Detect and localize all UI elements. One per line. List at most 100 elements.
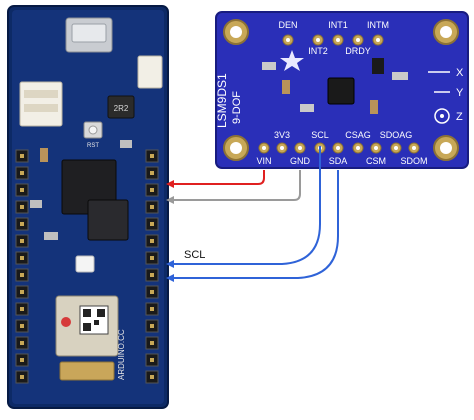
header-pin-contact	[150, 171, 154, 175]
header-pin-contact	[20, 222, 24, 226]
mount-hole-inner	[440, 26, 452, 38]
pin-label-int1: INT1	[328, 20, 348, 30]
header-pin-contact	[20, 256, 24, 260]
pin-label-intm: INTM	[367, 20, 389, 30]
pin-label-vin: VIN	[256, 156, 271, 166]
sensor-pad-hole	[286, 38, 290, 42]
header-pin-contact	[20, 154, 24, 158]
arrowhead-gray	[166, 196, 174, 204]
component	[120, 140, 132, 148]
arduino-board: 2R2 RST ARDUINO.CC	[7, 5, 169, 409]
header-pin-contact	[150, 256, 154, 260]
header-pin-contact	[150, 154, 154, 158]
header-pin-contact	[150, 341, 154, 345]
led	[75, 255, 95, 273]
header-pin-contact	[20, 239, 24, 243]
component	[262, 62, 276, 70]
imu-chip	[327, 77, 355, 105]
header-pin-contact	[150, 188, 154, 192]
header-pin-contact	[20, 358, 24, 362]
usb-connector	[65, 17, 113, 53]
component	[392, 72, 408, 80]
header-pin-contact	[150, 307, 154, 311]
header-pin-contact	[150, 358, 154, 362]
top-pads	[282, 34, 384, 46]
sensor-pad-hole	[374, 146, 378, 150]
header-pin-contact	[150, 239, 154, 243]
header-pin-contact	[150, 375, 154, 379]
wire-vin-red	[170, 170, 265, 185]
arrowhead-red	[166, 180, 174, 188]
header-pin-contact	[150, 290, 154, 294]
component	[300, 104, 314, 112]
component	[30, 200, 42, 208]
antenna	[59, 361, 115, 381]
pin-label-csag: CSAG	[345, 130, 371, 140]
pin-label-sdoag: SDOAG	[380, 130, 413, 140]
top-connector	[137, 55, 163, 89]
header-pin-contact	[20, 205, 24, 209]
star-logo	[280, 50, 304, 71]
battery-connector	[19, 81, 63, 127]
header-pin-contact	[20, 290, 24, 294]
axis-y-label: Y	[456, 87, 464, 99]
inductor-label: 2R2	[114, 104, 129, 113]
sensor-pad-hole	[262, 146, 266, 150]
reset-label: RST	[87, 143, 99, 149]
reset-button: RST	[83, 121, 103, 149]
header-pin-contact	[20, 188, 24, 192]
header-pin-contact	[20, 273, 24, 277]
pin-label-int2: INT2	[308, 46, 328, 56]
pin-label-3v3: 3V3	[274, 130, 290, 140]
sensor-pad-hole	[356, 146, 360, 150]
left-pin-header	[15, 149, 29, 384]
wifi-module	[55, 295, 119, 357]
wire-gnd-gray	[170, 170, 301, 201]
scl-wire-label: SCL	[184, 249, 205, 261]
header-pin-contact	[150, 324, 154, 328]
header-pin-contact	[150, 273, 154, 277]
mount-hole-inner	[230, 26, 242, 38]
component	[40, 148, 48, 162]
sensor-pad-hole	[336, 38, 340, 42]
component	[282, 80, 290, 94]
sensor-pad-hole	[298, 146, 302, 150]
crypto-chip	[87, 199, 129, 241]
pin-label-sda: SDA	[329, 156, 348, 166]
axis-z-marker: Z	[434, 108, 463, 124]
axis-y-marker: Y	[434, 87, 464, 99]
component	[44, 232, 58, 240]
arrowhead-blue-scl	[166, 260, 174, 268]
mount-hole-inner	[230, 142, 242, 154]
header-pin-contact	[20, 307, 24, 311]
component	[372, 58, 384, 74]
pin-label-drdy: DRDY	[345, 46, 371, 56]
axis-x-label: X	[456, 67, 464, 79]
sensor-variant-label: 9-DOF	[231, 91, 243, 124]
wires: SCL	[166, 146, 339, 282]
mount-hole-inner	[440, 142, 452, 154]
header-pin-contact	[20, 324, 24, 328]
arrowhead-blue-sda	[166, 274, 174, 282]
sensor-pad-hole	[280, 146, 284, 150]
axis-x-marker: X	[428, 67, 464, 79]
sensor-pad-hole	[336, 146, 340, 150]
component	[370, 100, 378, 114]
pin-label-csm: CSM	[366, 156, 386, 166]
axis-z-label: Z	[456, 111, 463, 123]
sensor-pad-hole	[316, 38, 320, 42]
sensor-pad-hole	[376, 38, 380, 42]
inductor: 2R2	[107, 95, 135, 119]
sensor-pad-hole	[356, 38, 360, 42]
header-pin-contact	[20, 171, 24, 175]
bottom-pads	[258, 142, 420, 154]
header-pin-contact	[20, 375, 24, 379]
pin-label-sdom: SDOM	[401, 156, 428, 166]
sensor-pad-hole	[412, 146, 416, 150]
brand-label: ARDUINO.CC	[117, 329, 126, 380]
sensor-model-label: LSM9DS1	[215, 73, 229, 128]
right-pin-header	[145, 149, 159, 384]
header-pin-contact	[150, 222, 154, 226]
